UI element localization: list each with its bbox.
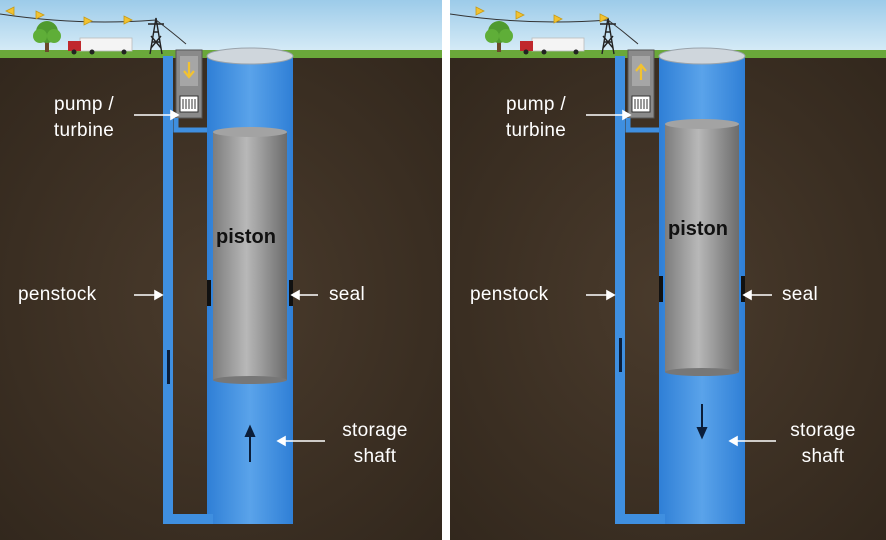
tree-icon [485,21,513,52]
seal-label: seal [329,284,366,305]
energy-flow-arrows [5,6,133,26]
sky [0,0,442,56]
piston-label: piston [668,218,728,240]
seal-left [207,280,211,306]
seal-right [741,276,745,302]
pump-turbine-unit [625,49,659,133]
storage-shaft-label: storage shaft [330,418,420,470]
flow-arrow-down-icon [696,404,708,440]
leader-lines [134,109,325,447]
scene-illustration [0,0,442,540]
panel-divider [442,0,450,540]
diagram-panel-generating: pump / turbine penstock seal piston stor… [450,0,886,540]
scene-illustration [450,0,886,540]
storage-label-line2: shaft [353,446,397,467]
penstock-label: penstock [18,284,97,305]
power-line [0,13,157,23]
energy-flow-arrows [475,6,609,24]
leader-lines [586,109,776,447]
seal-left [659,276,663,302]
flow-arrow-up-icon [244,424,256,462]
seal-label: seal [782,284,819,305]
truck-icon [520,37,585,55]
penstock-pipe [163,56,173,524]
power-tower-icon [148,17,164,55]
pump-turbine-label: pump / turbine [488,92,584,144]
shaft-cap [206,47,294,65]
storage-label-line2: shaft [801,446,845,467]
truck-icon [68,37,133,55]
storage-label-line1: storage [790,420,856,441]
penstock-pipe [615,56,625,524]
pump-turbine-unit [173,49,207,133]
piston-label: piston [216,226,276,248]
piston-block [665,124,739,372]
sky [450,0,886,56]
storage-label-line1: storage [342,420,408,441]
penstock-label: penstock [470,284,549,305]
piston-block [213,132,287,380]
diagram-panel-pumping: pump / turbine penstock seal piston stor… [0,0,442,540]
pump-turbine-label: pump / turbine [36,92,132,144]
power-line [450,13,609,23]
seal-right [289,280,293,306]
pump-label-line2: turbine [53,120,115,141]
pump-label-line1: pump / [54,94,114,115]
shaft-cap [658,47,746,65]
pump-label-line1: pump / [506,94,566,115]
tree-icon [33,21,61,52]
pump-label-line2: turbine [505,120,567,141]
storage-shaft-label: storage shaft [778,418,868,470]
